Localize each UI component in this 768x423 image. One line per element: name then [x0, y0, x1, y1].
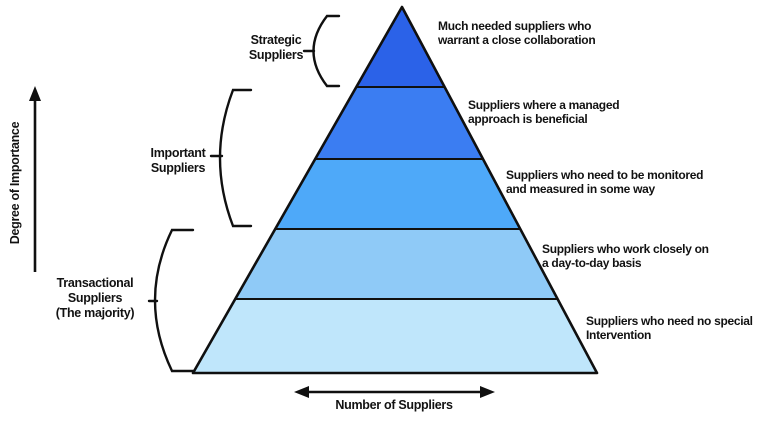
pyramid-outline — [191, 5, 599, 375]
important-bracket — [218, 88, 253, 228]
up-arrowhead-icon — [29, 86, 41, 101]
right-arrowhead-icon — [480, 386, 495, 398]
level-2-description: Suppliers where a managed approach is be… — [468, 98, 620, 127]
level-3-description: Suppliers who need to be monitored and m… — [506, 168, 703, 197]
important-suppliers-label: Important Suppliers — [123, 146, 233, 176]
transactional-label-line-2: Suppliers — [67, 290, 123, 305]
level-1-description: Much needed suppliers who warrant a clos… — [438, 19, 596, 48]
pyramid-level-3 — [274, 158, 522, 230]
strategic-label-line-2: Suppliers — [248, 47, 304, 62]
pyramid-level-1 — [355, 6, 446, 88]
level-5-description-line-2: Intervention — [586, 328, 652, 343]
level-4-description-line-1: Suppliers who work closely on — [542, 242, 709, 256]
suppliers-count-arrow — [294, 386, 495, 398]
pyramid-level-5 — [192, 298, 598, 374]
pyramid-level-2 — [314, 86, 484, 160]
brackets — [147, 14, 341, 373]
level-3-description-line-1: Suppliers who need to be monitored — [506, 168, 704, 182]
level-5-description: Suppliers who need no special Interventi… — [586, 314, 753, 343]
importance-axis-arrow — [29, 86, 41, 272]
y-axis-label: Degree of Importance — [8, 121, 22, 245]
important-label-line-1: Important — [150, 146, 206, 160]
pyramid-level-4 — [234, 228, 559, 300]
x-axis-label: Number of Suppliers — [335, 398, 453, 412]
level-1-description-line-2: warrant a close collaboration — [438, 33, 596, 48]
level-2-description-line-1: Suppliers where a managed — [468, 98, 620, 112]
level-3-description-line-2: and measured in some way — [506, 182, 655, 197]
transactional-label-line-3: (The majority) — [55, 305, 135, 320]
level-1-description-line-1: Much needed suppliers who — [438, 19, 592, 33]
pyramid — [191, 5, 599, 375]
transactional-suppliers-label: Transactional Suppliers (The majority) — [28, 276, 162, 320]
strategic-label-line-1: Strategic — [250, 33, 302, 47]
level-4-description: Suppliers who work closely on a day-to-d… — [542, 242, 709, 271]
left-arrowhead-icon — [294, 386, 309, 398]
important-label-line-2: Suppliers — [150, 160, 206, 175]
strategic-suppliers-label: Strategic Suppliers — [221, 33, 331, 63]
level-4-description-line-2: a day-to-day basis — [542, 256, 642, 271]
transactional-label-line-1: Transactional — [56, 276, 134, 290]
level-2-description-line-2: approach is beneficial — [468, 112, 588, 127]
level-5-description-line-1: Suppliers who need no special — [586, 314, 753, 328]
